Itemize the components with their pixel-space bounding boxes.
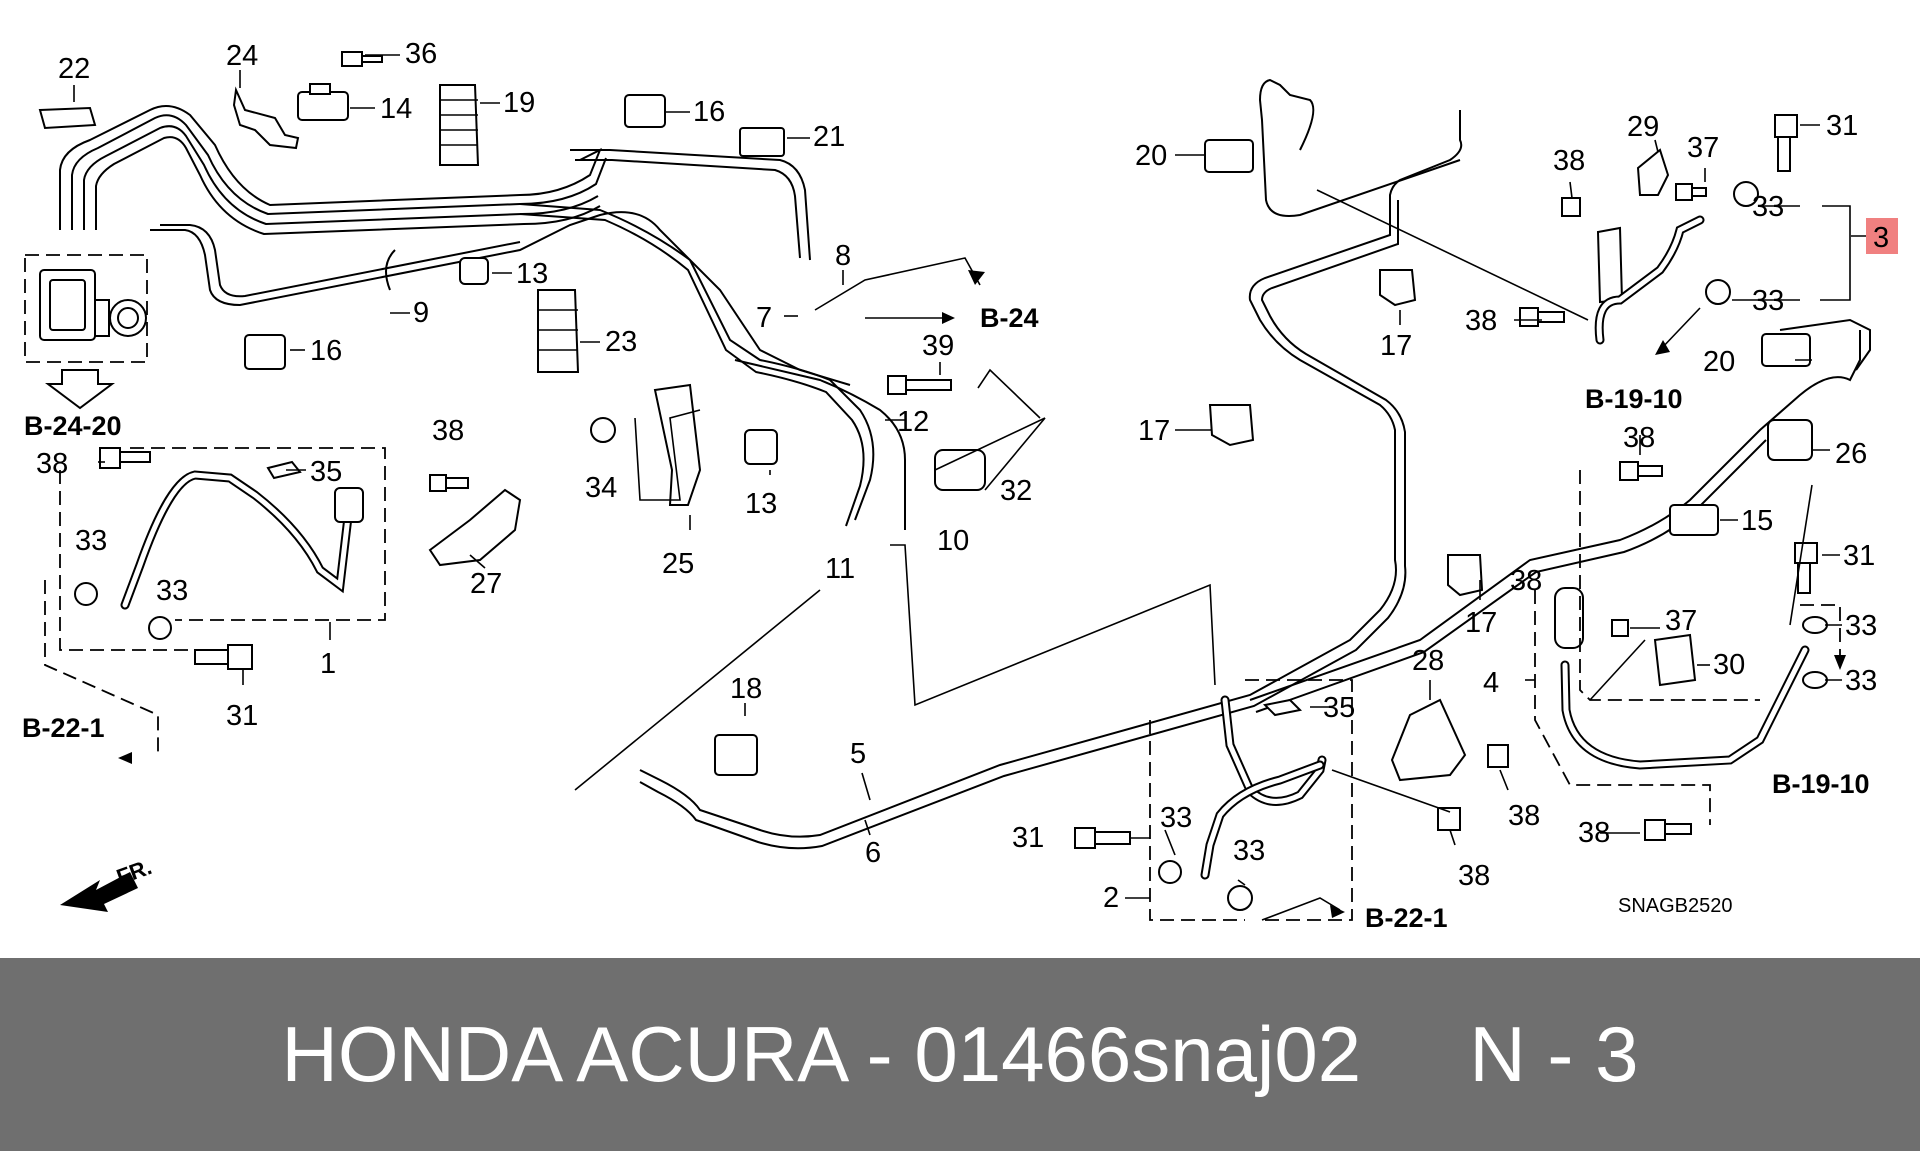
ref-b19-10-top: B-19-10: [1585, 384, 1683, 414]
part-number: 10: [937, 525, 969, 557]
part-number: 30: [1713, 649, 1745, 681]
part-number: 22: [58, 53, 90, 85]
clips-and-brackets: [38, 51, 1828, 911]
part-number: 31: [1843, 540, 1875, 572]
footer-banner: HONDA ACURA - 01466snaj02 N - 3: [0, 958, 1920, 1151]
part-number: 38: [1623, 422, 1655, 454]
part-number: 31: [1012, 822, 1044, 854]
part-number: 8: [835, 240, 851, 272]
part-number: 37: [1687, 132, 1719, 164]
part-number: 38: [432, 415, 464, 447]
brake-hoses: [120, 215, 1810, 880]
brake-pipes-long: [639, 78, 1871, 850]
part-number: 13: [745, 488, 777, 520]
part-number: 5: [850, 738, 866, 770]
part-number: 20: [1703, 346, 1735, 378]
part-number: 35: [1323, 692, 1355, 724]
part-number: 20: [1135, 140, 1167, 172]
part-number: 19: [503, 87, 535, 119]
part-number: 11: [825, 553, 855, 585]
group-outlines: [44, 447, 1841, 921]
part-number-highlighted: 3: [1873, 222, 1889, 254]
ref-b22-1-bottom: B-22-1: [1365, 903, 1448, 933]
part-number: 9: [413, 297, 429, 329]
footer-title: HONDA ACURA - 01466snaj02 N - 3: [281, 1010, 1639, 1098]
part-number: 6: [865, 837, 881, 869]
part-number: 23: [605, 326, 637, 358]
part-number: 33: [1233, 835, 1265, 867]
part-number: 25: [662, 548, 694, 580]
ref-b24: B-24: [980, 303, 1039, 333]
part-number: 31: [1826, 110, 1858, 142]
flow-arrows: [60, 270, 1846, 918]
part-number: 18: [730, 673, 762, 705]
part-number: 36: [405, 38, 437, 70]
brake-pipes-upper: [59, 105, 906, 530]
part-number: 33: [1752, 285, 1784, 317]
ref-b19-10-right: B-19-10: [1772, 769, 1870, 799]
highlight-box: [1866, 218, 1898, 254]
part-number: 4: [1483, 667, 1499, 699]
part-number: 12: [897, 406, 929, 438]
part-number: 1: [320, 648, 336, 680]
part-number: 33: [1160, 802, 1192, 834]
leader-lines: [73, 54, 1870, 921]
part-number: 33: [156, 575, 188, 607]
drawing-code: SNAGB2520: [1618, 895, 1733, 917]
part-number: 33: [75, 525, 107, 557]
part-number: 35: [310, 456, 342, 488]
part-number: 31: [226, 700, 258, 732]
part-number: 21: [813, 121, 845, 153]
part-number: 38: [1510, 565, 1542, 597]
part-number: 38: [36, 448, 68, 480]
part-number: 32: [1000, 475, 1032, 507]
part-number: 17: [1465, 607, 1497, 639]
ref-b24-20: B-24-20: [24, 411, 122, 441]
part-number: 38: [1578, 817, 1610, 849]
part-number: 24: [226, 40, 258, 72]
part-number: 27: [470, 568, 502, 600]
part-number: 26: [1835, 438, 1867, 470]
part-number: 29: [1627, 111, 1659, 143]
part-number: 16: [310, 335, 342, 367]
brake-line-diagram: 22 24 36 14 19 16 21 13 9 23 16 8 7 39 1…: [22, 38, 1898, 933]
front-arrow-icon: [60, 872, 138, 912]
part-number: 16: [693, 96, 725, 128]
part-number: 34: [585, 472, 617, 504]
part-number: 15: [1741, 505, 1773, 537]
part-number: 33: [1752, 191, 1784, 223]
part-number: 17: [1138, 415, 1170, 447]
part-number: 13: [516, 258, 548, 290]
abs-modulator-unit: [24, 254, 148, 410]
part-labels: 22 24 36 14 19 16 21 13 9 23 16 8 7 39 1…: [36, 38, 1898, 914]
part-number: 38: [1458, 860, 1490, 892]
part-number: 33: [1845, 665, 1877, 697]
part-number: 38: [1465, 305, 1497, 337]
part-number: 38: [1553, 145, 1585, 177]
part-number: 28: [1412, 645, 1444, 677]
part-number: 39: [922, 330, 954, 362]
part-number: 33: [1845, 610, 1877, 642]
part-number: 38: [1508, 800, 1540, 832]
part-number: 17: [1380, 330, 1412, 362]
part-number: 2: [1103, 882, 1119, 914]
ref-b22-1-left: B-22-1: [22, 713, 105, 743]
front-marker: FR.: [113, 854, 155, 890]
part-number: 37: [1665, 605, 1697, 637]
section-references: B-24 B-24-20 B-22-1 B-22-1 B-19-10 B-19-…: [22, 303, 1870, 933]
part-number: 7: [756, 302, 772, 334]
part-number: 14: [380, 93, 412, 125]
